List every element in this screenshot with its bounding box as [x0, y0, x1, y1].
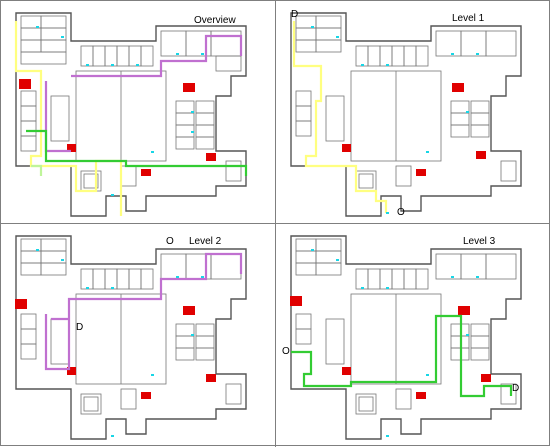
- marker-origin: O: [282, 346, 290, 357]
- floorplan-level-1: [290, 12, 522, 217]
- panel-level-2: Level 2 O D: [1, 224, 276, 447]
- panel-overview: Overview: [1, 1, 276, 224]
- marker-destination: D: [291, 9, 299, 20]
- panel-title-overview: Overview: [194, 15, 236, 26]
- panel-level-3: Level 3 O D: [276, 224, 550, 447]
- panel-title-level-3: Level 3: [463, 236, 496, 247]
- marker-destination: D: [512, 383, 520, 394]
- marker-destination: D: [76, 322, 84, 333]
- panel-title-level-2: Level 2: [189, 236, 222, 247]
- floorplan-level-2: [15, 235, 247, 440]
- floorplan-level-3: [290, 235, 522, 440]
- floorplan-overview: [14, 12, 248, 217]
- marker-origin: O: [166, 236, 174, 247]
- marker-origin: O: [397, 207, 405, 218]
- panel-level-1: Level 1 D O: [276, 1, 550, 224]
- panel-title-level-1: Level 1: [452, 13, 485, 24]
